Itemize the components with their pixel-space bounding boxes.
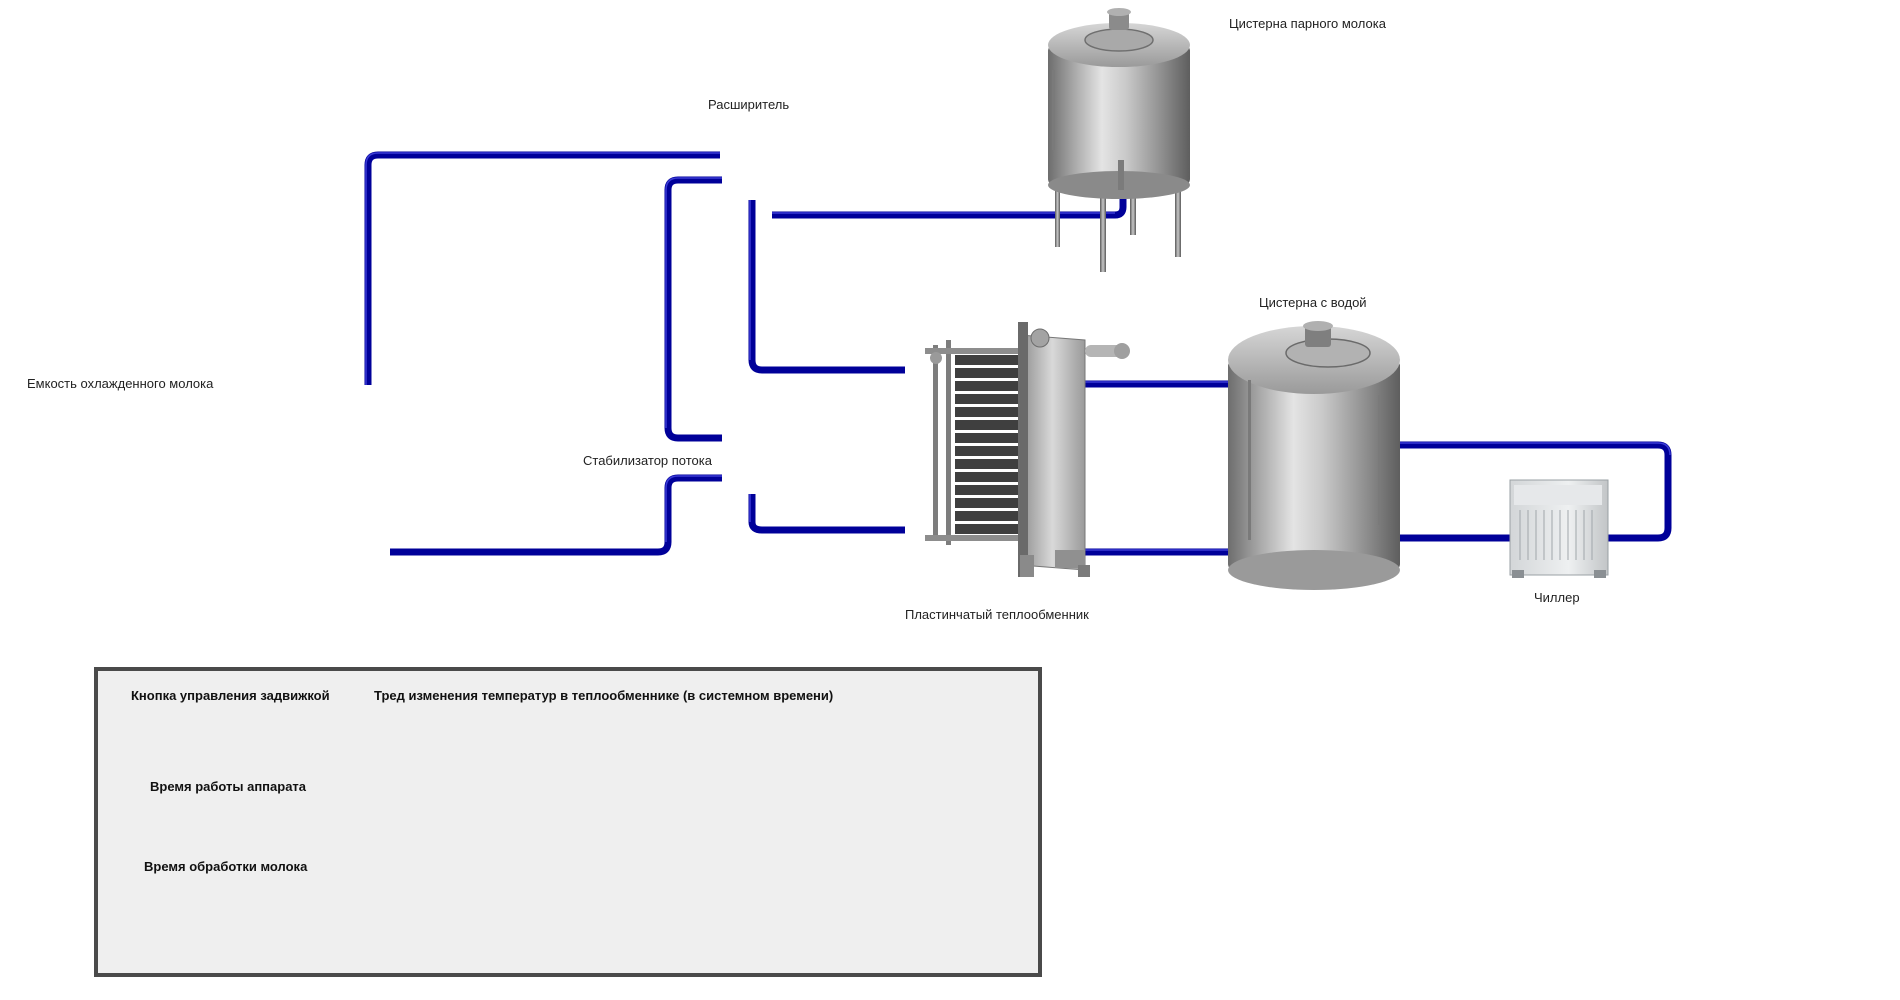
pipe-expander-to-chilled-tank <box>364 151 720 385</box>
pipe-stabilizer-to-chilled-tank <box>390 474 722 556</box>
pipe-raw-tank-outlet <box>772 195 1127 219</box>
process-scheme <box>364 8 1672 590</box>
chilled-milk-tank-label: Емкость охлажденного молока <box>27 376 214 391</box>
expander-label: Расширитель <box>708 97 790 112</box>
heat-exchanger-label: Пластинчатый теплообменник <box>905 607 1089 622</box>
processing-time-label: Время обработки молока <box>144 859 308 874</box>
temperature-trend-title: Тред изменения температур в теплообменни… <box>374 688 834 703</box>
pipe-water-tank-chiller-loop <box>1398 441 1672 542</box>
valve-control-button[interactable]: Кнопка управления задвижкой <box>131 688 330 703</box>
chiller-label: Чиллер <box>1534 590 1580 605</box>
pipes <box>364 151 1672 556</box>
control-panel: Кнопка управления задвижкой Тред изменен… <box>94 667 1042 977</box>
raw-milk-tank-label: Цистерна парного молока <box>1229 16 1386 31</box>
pipe-expander-stabilizer-loop <box>664 176 722 442</box>
water-tank <box>1228 321 1400 590</box>
plate-heat-exchanger <box>925 322 1130 577</box>
pipe-to-heat-exchanger-top <box>748 200 905 374</box>
raw-milk-tank <box>1048 8 1190 272</box>
water-tank-label: Цистерна с водой <box>1259 295 1367 310</box>
chiller-unit <box>1509 479 1609 578</box>
pipe-from-heat-exchanger-bottom <box>748 494 905 534</box>
flow-stabilizer-label: Стабилизатор потока <box>583 453 712 468</box>
runtime-label: Время работы аппарата <box>150 779 307 794</box>
